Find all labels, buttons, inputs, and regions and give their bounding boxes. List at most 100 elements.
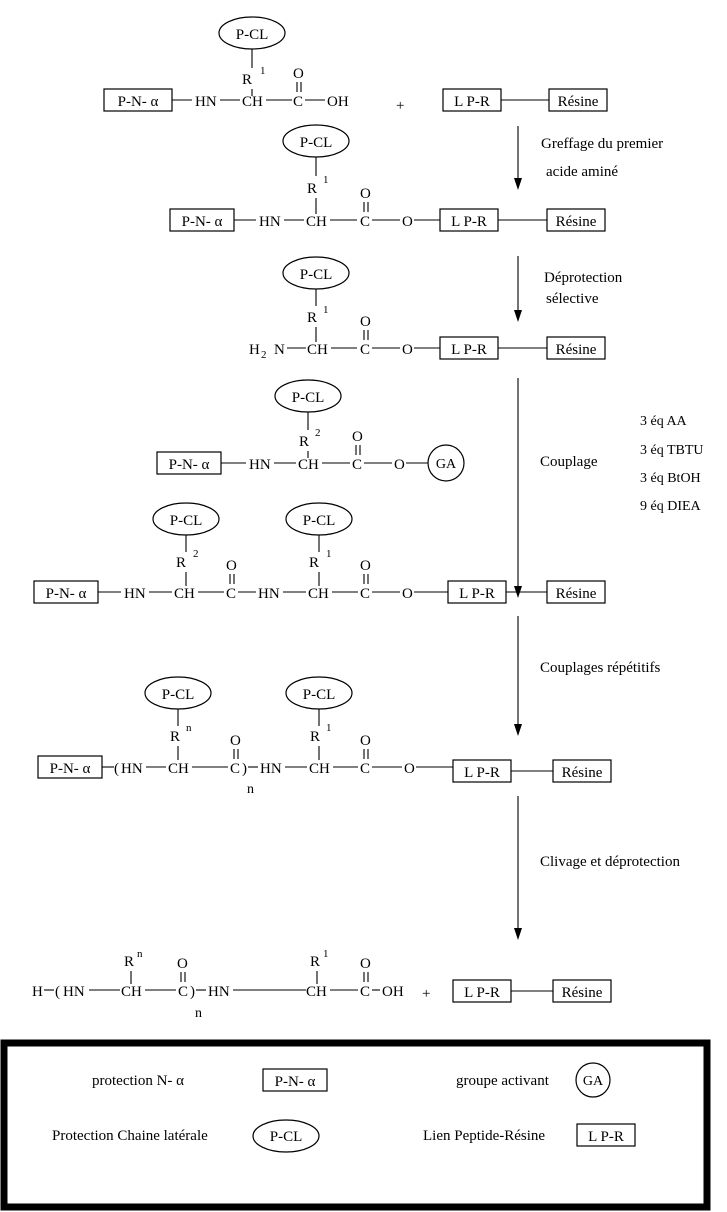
oval-label: P-CL [170,513,203,529]
ester-oxygen: O [402,342,413,358]
box-label: P-N- α [46,586,87,602]
r-superscript: 1 [323,948,329,960]
amine-n: N [274,342,285,358]
ester-oxygen: O [402,214,413,230]
oval-label: P-CL [303,513,336,529]
amine-hn: HN [259,214,281,230]
box-label: P-N- α [169,457,210,473]
step-3-label: Couplage [540,454,598,470]
row-5-peptide: P-CL R n P-CL R 1 P-N- α ( HN CH C O ) n… [37,676,612,797]
amine-hn: HN [249,457,271,473]
r-superscript: 2 [315,427,321,439]
r-superscript: 1 [323,174,329,186]
carbonyl-carbon: C [360,984,370,1000]
linker-label: L P-R [464,985,500,1001]
legend-pna-box [262,1068,328,1092]
resin-label: Résine [562,985,603,1001]
step-arrow-1: Greffage du premier acide aminé [514,126,663,190]
ester-oxygen: O [404,761,415,777]
r-superscript: 1 [326,722,332,734]
alpha-carbon: CH [306,984,327,1000]
legend-pcl-oval [252,1119,320,1153]
carbonyl-carbon: C [360,214,370,230]
step-arrow-4: Couplages répétitifs [514,616,661,736]
amine-h: H [249,342,260,358]
box-label: P-N- α [50,761,91,777]
carbonyl-carbon: C [178,984,188,1000]
legend-pna-box-label: P-N- α [275,1074,316,1090]
r-group: R [176,555,186,571]
carbonyl-oxygen: O [352,429,363,445]
resin-label: Résine [558,94,599,110]
amide-hn: HN [260,761,282,777]
alpha-carbon: CH [242,94,263,110]
linker-label: L P-R [464,765,500,781]
carbonyl-carbon: C [360,761,370,777]
carbonyl-carbon: C [230,761,240,777]
r-group: R [310,954,320,970]
repeat-open-paren: ( [55,984,60,1000]
resin-box [546,336,606,360]
carbonyl-oxygen: O [360,558,371,574]
legend-pcl-label: P-CL [270,1129,303,1145]
step-4-label: Couplages répétitifs [540,660,661,676]
oval-label: P-CL [300,267,333,283]
oval-label: P-CL [303,687,336,703]
alpha-carbon: CH [307,342,328,358]
reagent-1: 3 éq AA [640,414,688,429]
step-2-line-2: sélective [546,291,599,307]
carbonyl-carbon: C [352,457,362,473]
resin-box [546,208,606,232]
hydroxyl: OH [382,984,404,1000]
step-arrow-3: Couplage 3 éq AA 3 éq TBTU 3 éq BtOH 9 é… [514,378,704,598]
box-label: P-N- α [182,214,223,230]
carbonyl-oxygen: O [360,186,371,202]
activating-group-label: GA [436,457,457,472]
carbonyl-oxygen: O [293,66,304,82]
reagent-4: 9 éq DIEA [640,499,702,514]
amine-hn: HN [124,586,146,602]
carbonyl-oxygen: O [360,956,371,972]
r-superscript: 2 [193,548,199,560]
legend-lpr-text: Lien Peptide-Résine [423,1128,545,1144]
carbonyl-carbon: C [360,586,370,602]
r-superscript: 1 [323,304,329,316]
r-group: R [170,729,180,745]
activating-group-circle [427,444,465,482]
step-arrow-5: Clivage et déprotection [514,796,680,940]
carbonyl-carbon: C [360,342,370,358]
box-label: P-N- α [118,94,159,110]
resin-label: Résine [556,342,597,358]
alpha-carbon: CH [121,984,142,1000]
legend-lpr-label: L P-R [588,1129,624,1145]
legend-ga-circle [575,1062,611,1098]
carbonyl-carbon: C [293,94,303,110]
legend-frame [0,1039,711,1211]
row-3-deprotected: P-CL R 1 H 2 N CH C O O L P-R Résine [249,256,606,361]
amine-h-subscript: 2 [261,349,267,361]
ester-oxygen: O [402,586,413,602]
oval-label: P-CL [236,27,269,43]
row-1-reactants: P-CL R 1 P-N- α HN CH C O OH + L P-R Rés… [103,16,608,114]
oval-label: P-CL [292,390,325,406]
linker-label: L P-R [451,214,487,230]
activated-amino-acid: P-CL R 2 P-N- α HN CH C O O GA [156,379,465,482]
row-6-products: R n R 1 H ( HN CH C O ) n HN CH C O OH +… [32,948,612,1021]
reagent-3: 3 éq BtOH [640,471,701,486]
plus-sign: + [396,98,404,114]
repeat-open-paren: ( [114,761,119,777]
step-1-line-2: acide aminé [546,164,618,180]
r-group: R [124,954,134,970]
repeat-subscript: n [195,1006,202,1021]
r-superscript: 1 [260,65,266,77]
row-4-dipeptide: P-CL R 2 P-CL R 1 P-N- α HN CH C O HN CH… [33,502,606,604]
r-group: R [310,729,320,745]
alpha-carbon: CH [174,586,195,602]
r-superscript: n [137,948,143,960]
hydroxyl: OH [327,94,349,110]
alpha-carbon: CH [309,761,330,777]
legend: protection N- α P-N- α groupe activant G… [0,1039,711,1211]
r-superscript: 1 [326,548,332,560]
oval-label: P-CL [162,687,195,703]
carbonyl-oxygen: O [230,733,241,749]
